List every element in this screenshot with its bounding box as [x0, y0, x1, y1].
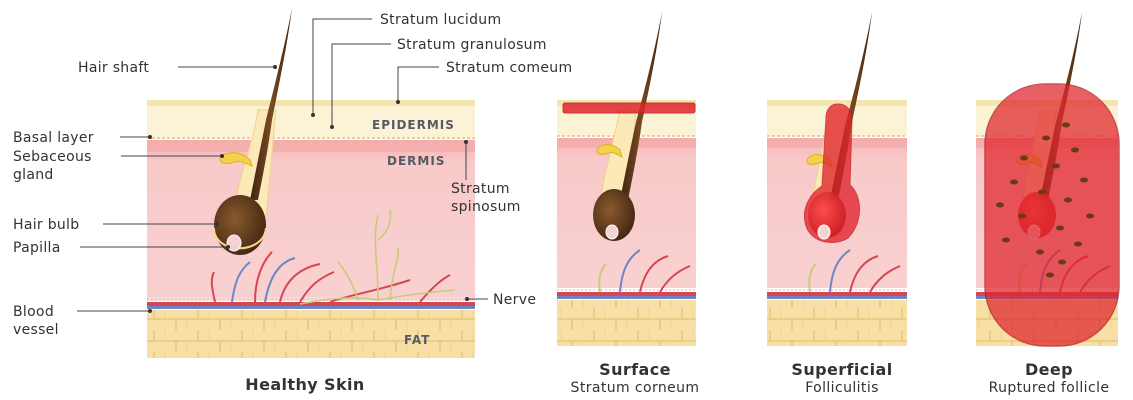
- deep-infection: [985, 84, 1119, 346]
- panel-surface: [557, 12, 696, 346]
- captions: Healthy Skin Surface Stratum corneum Sup…: [245, 360, 1109, 396]
- caption-healthy: Healthy Skin: [245, 375, 364, 394]
- surface-infection: [563, 103, 695, 113]
- panel-superficial: [767, 12, 907, 346]
- label-blood: Blood: [13, 304, 54, 320]
- panel-healthy: EPIDERMIS DERMIS FAT: [147, 8, 475, 358]
- label-stratum-granulosum: Stratum granulosum: [397, 37, 547, 53]
- label-hair-shaft: Hair shaft: [78, 60, 149, 76]
- label-gland: gland: [13, 167, 54, 183]
- caption-superficial-title: Superficial: [791, 360, 892, 379]
- label-hair-bulb: Hair bulb: [13, 217, 79, 233]
- epidermis-label: EPIDERMIS: [372, 118, 455, 132]
- label-basal-layer: Basal layer: [13, 130, 94, 146]
- label-stratum: Stratum: [451, 181, 510, 197]
- label-sebaceous: Sebaceous: [13, 149, 92, 165]
- panel-deep: [976, 12, 1119, 346]
- dermis-label: DERMIS: [387, 154, 445, 168]
- caption-deep-title: Deep: [1025, 360, 1073, 379]
- caption-surface-sub: Stratum corneum: [571, 380, 700, 396]
- caption-deep-sub: Ruptured follicle: [989, 380, 1110, 396]
- label-stratum-comeum: Stratum comeum: [446, 60, 572, 76]
- caption-superficial-sub: Folliculitis: [805, 380, 879, 396]
- label-stratum-lucidum: Stratum lucidum: [380, 12, 501, 28]
- fat-label: FAT: [404, 333, 430, 347]
- label-papilla: Papilla: [13, 240, 61, 256]
- label-nerve: Nerve: [493, 292, 536, 308]
- label-vessel: vessel: [13, 322, 59, 338]
- caption-surface-title: Surface: [599, 360, 671, 379]
- label-spinosum: spinosum: [451, 199, 521, 215]
